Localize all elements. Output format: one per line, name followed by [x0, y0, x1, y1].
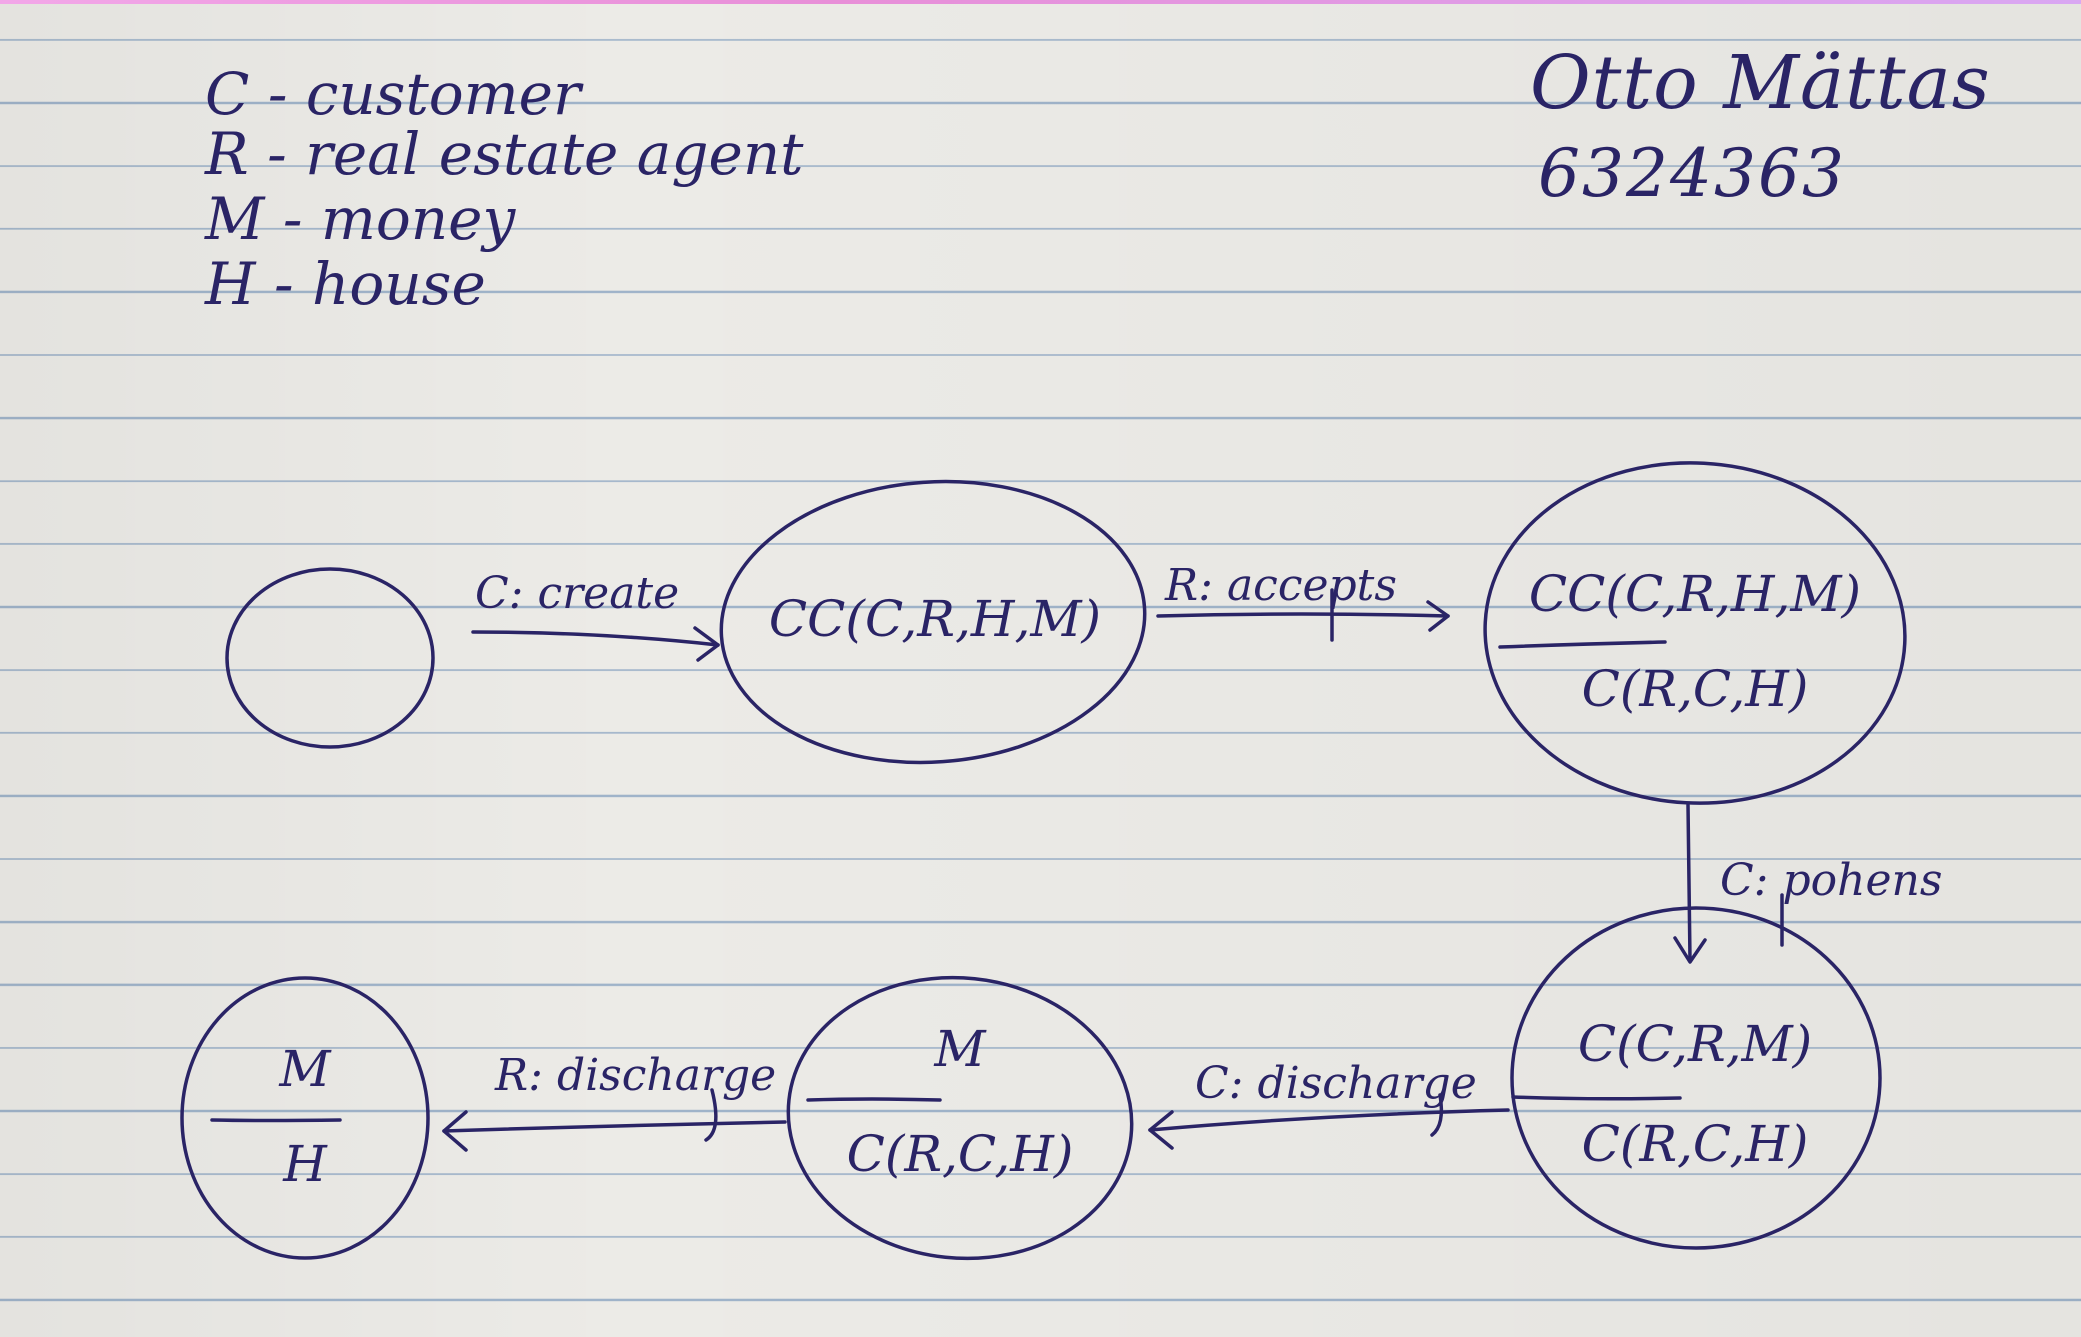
- state-s4-bottom-label: C(R,C,H): [846, 1125, 1074, 1183]
- legend-item-house: H - house: [205, 250, 486, 318]
- transition-label-pohens: C: pohens: [1720, 855, 1943, 906]
- arrow-pohens: [1673, 803, 1784, 964]
- state-s3-outline: [1510, 906, 1882, 1250]
- state-s1-outline: [719, 479, 1147, 765]
- state-s4-top-label: M: [934, 1020, 986, 1078]
- state-s1-top-label: CC(C,R,H,M): [768, 590, 1102, 648]
- state-s5-outline: [180, 976, 430, 1260]
- state-s3-bottom-label: C(R,C,H): [1581, 1115, 1809, 1173]
- legend-item-money: M - money: [205, 185, 516, 253]
- transition-label-accepts: R: accepts: [1165, 560, 1397, 611]
- arrow-accepts: [1156, 588, 1450, 642]
- arrow-discharge-r: [442, 1088, 787, 1152]
- state-s2-bottom-label: C(R,C,H): [1581, 660, 1809, 718]
- state-s5-divider: [210, 1118, 342, 1123]
- legend-item-customer: C - customer: [205, 60, 581, 128]
- author-id: 6324363: [1538, 135, 1846, 212]
- transition-label-r-discharge: R: discharge: [495, 1050, 777, 1101]
- arrow-create: [471, 626, 720, 662]
- state-s4-divider: [806, 1097, 942, 1102]
- state-s3-divider: [1511, 1095, 1682, 1101]
- state-initial: [225, 567, 435, 749]
- legend-item-real-estate-agent: R - real estate agent: [205, 120, 804, 188]
- state-s2-top-label: CC(C,R,H,M): [1528, 565, 1862, 623]
- state-s3-top-label: C(C,R,M): [1577, 1015, 1813, 1073]
- transition-label-create: C: create: [475, 568, 680, 619]
- arrow-discharge-c: [1148, 1093, 1510, 1150]
- state-s2-divider: [1498, 640, 1667, 649]
- state-s2-outline: [1483, 461, 1907, 805]
- transition-label-c-discharge: C: discharge: [1195, 1058, 1477, 1109]
- state-s5-bottom-label: H: [283, 1135, 327, 1193]
- state-s5-top-label: M: [279, 1040, 331, 1098]
- state-s4-outline: [786, 975, 1134, 1261]
- author-name: Otto Mättas: [1530, 40, 1991, 126]
